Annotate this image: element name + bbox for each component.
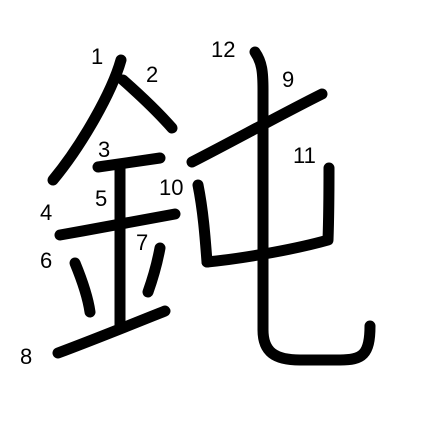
stroke-8	[52, 305, 171, 359]
stroke-number-11: 11	[293, 143, 316, 168]
stroke-number-labels: 1 2 3 4 5 6 7 8 9 10 11 12	[20, 37, 316, 369]
stroke-number-5: 5	[95, 186, 107, 211]
stroke-number-10: 10	[159, 175, 183, 200]
stroke-2	[117, 74, 178, 134]
stroke-number-6: 6	[40, 248, 52, 273]
stroke-12	[249, 46, 376, 366]
stroke-9	[186, 88, 328, 168]
stroke-10	[192, 179, 213, 268]
stroke-1	[47, 54, 127, 186]
character-strokes	[47, 46, 376, 366]
stroke-6	[69, 257, 96, 318]
stroke-number-1: 1	[91, 44, 103, 69]
stroke-number-3: 3	[98, 137, 110, 162]
stroke-11	[201, 162, 335, 268]
stroke-number-12: 12	[211, 37, 235, 62]
stroke-number-4: 4	[40, 200, 52, 225]
stroke-number-8: 8	[20, 344, 32, 369]
stroke-number-2: 2	[146, 62, 158, 87]
stroke-number-9: 9	[282, 67, 294, 92]
stroke-7	[142, 242, 166, 298]
stroke-3	[92, 152, 166, 173]
stroke-number-7: 7	[136, 230, 148, 255]
